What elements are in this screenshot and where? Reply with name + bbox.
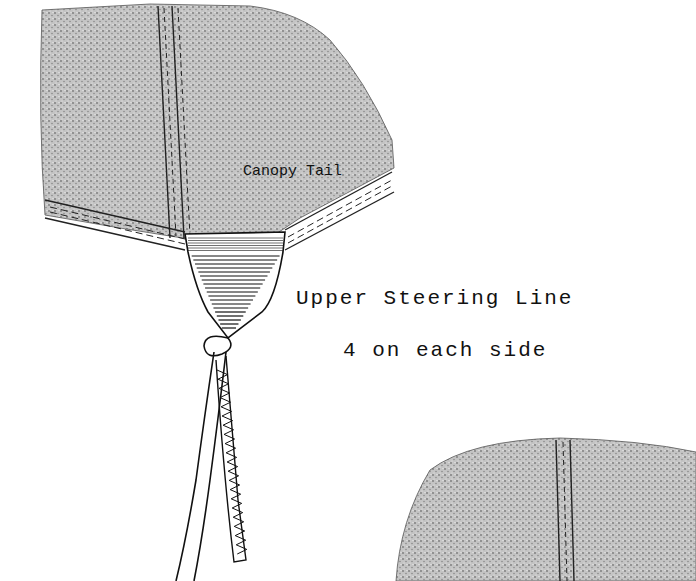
hatch-stroke	[220, 323, 238, 324]
hatch-stroke	[200, 275, 267, 276]
hatch-stroke	[218, 319, 240, 320]
hatch-stroke	[192, 255, 280, 256]
hatch-stroke	[193, 259, 277, 260]
part-label: Upper Steering Line	[296, 286, 573, 311]
quantity-note: 4 on each side	[343, 338, 547, 363]
hatch-stroke	[188, 238, 283, 239]
hatch-stroke	[215, 311, 246, 312]
hatch-stroke	[203, 283, 262, 284]
hatch-stroke	[188, 245, 283, 246]
hatch-stroke	[207, 291, 258, 292]
hatch-stroke	[188, 250, 283, 251]
line-binding	[185, 232, 285, 338]
hatch-stroke	[195, 263, 275, 264]
stitching	[217, 370, 247, 554]
hatch-stroke	[205, 287, 260, 288]
vertical-seam	[556, 440, 574, 581]
steering-line	[194, 352, 226, 581]
hatch-stroke	[188, 243, 283, 244]
hatch-stroke	[208, 295, 255, 296]
hatch-stroke	[188, 240, 283, 241]
line-loop	[204, 336, 231, 356]
part-label: Canopy Tail	[243, 163, 342, 181]
hatch-stroke	[213, 307, 248, 308]
hatch-stroke	[202, 279, 265, 280]
steering-line	[176, 352, 214, 581]
canopy-panel	[396, 438, 696, 581]
steering-line-tail	[216, 356, 246, 562]
hatch-stroke	[188, 248, 283, 249]
hatch-stroke	[210, 299, 253, 300]
canopy-panel	[41, 4, 394, 240]
edge-tape	[45, 172, 394, 250]
hatch-stroke	[198, 271, 270, 272]
hatch-stroke	[222, 327, 236, 328]
hatch-stroke	[197, 267, 273, 268]
hatch-stroke	[212, 303, 251, 304]
hatch-stroke	[217, 315, 244, 316]
binding-hatching	[188, 238, 283, 328]
vertical-seam	[158, 6, 190, 238]
